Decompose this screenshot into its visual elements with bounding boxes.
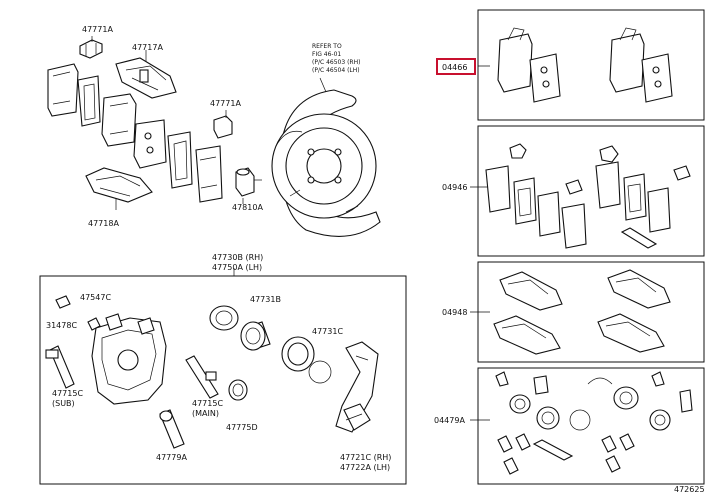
highlight-box xyxy=(436,58,476,75)
label-main: (MAIN) xyxy=(192,409,219,418)
kit-box-04466 xyxy=(477,9,705,121)
label-47715c-main: 47715C xyxy=(192,399,223,408)
label-47731c: 47731C xyxy=(312,327,343,336)
backing-plate xyxy=(271,77,381,237)
kit-box-04479a xyxy=(477,367,705,485)
label-47715c-sub: 47715C xyxy=(52,389,83,398)
label-47730b: 47730B (RH) xyxy=(212,253,263,262)
refer-line-3: (P/C 46503 (RH) xyxy=(312,59,360,66)
shim-kit-parts xyxy=(485,143,691,249)
kit-box-04946 xyxy=(477,125,705,257)
label-47717a: 47717A xyxy=(132,43,163,52)
refer-line-1: REFER TO xyxy=(312,43,342,50)
figure-number: 472625 xyxy=(674,485,705,494)
label-47771a-mid: 47771A xyxy=(210,99,241,108)
label-04948: 04948 xyxy=(442,308,467,317)
label-47775d: 47775D xyxy=(226,423,258,432)
label-04946: 04946 xyxy=(442,183,467,192)
refer-line-4: (P/C 46504 (LH) xyxy=(312,67,360,74)
label-47771a-top: 47771A xyxy=(82,25,113,34)
anti-rattle-kit-parts xyxy=(493,269,671,355)
caliper-assembly xyxy=(45,295,379,449)
label-47750a: 47750A (LH) xyxy=(212,263,262,272)
seal-kit-parts xyxy=(495,371,693,475)
label-47810a: 47810A xyxy=(232,203,263,212)
label-47722a: 47722A (LH) xyxy=(340,463,390,472)
label-31478c: 31478C xyxy=(46,321,77,330)
upper-left-pad-group xyxy=(47,36,262,210)
label-sub: (SUB) xyxy=(52,399,75,408)
labels: 47771A 47717A 47771A 47810A 47718A REFER… xyxy=(46,25,705,494)
label-47721c: 47721C (RH) xyxy=(340,453,391,462)
label-47718a: 47718A xyxy=(88,219,119,228)
label-47547c: 47547C xyxy=(80,293,111,302)
label-47731b: 47731B xyxy=(250,295,281,304)
refer-line-2: FIG 46-01 xyxy=(312,51,341,58)
caliper-box xyxy=(39,275,407,485)
label-04479a: 04479A xyxy=(434,416,465,425)
pad-kit-parts xyxy=(497,27,673,103)
label-47779a: 47779A xyxy=(156,453,187,462)
label-04466: 04466 xyxy=(442,63,467,72)
